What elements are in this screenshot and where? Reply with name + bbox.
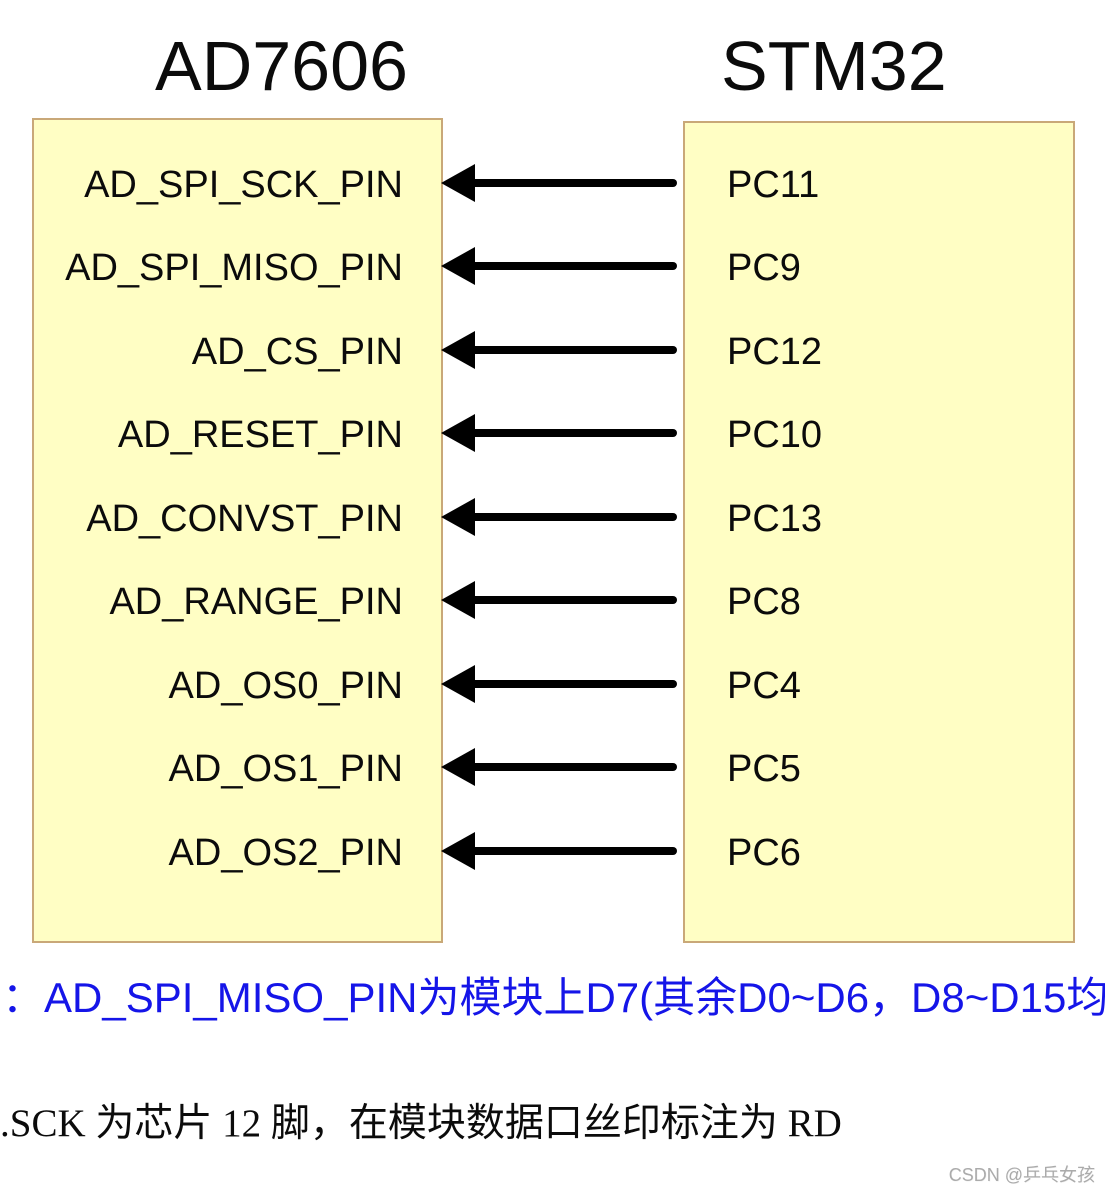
- sck-note-text: .SCK 为芯片 12 脚，在模块数据口丝印标注为 RD: [0, 1102, 842, 1145]
- left-arrow-icon: [441, 414, 679, 452]
- arrow-shaft: [471, 513, 677, 521]
- stm32-pin-label: PC12: [727, 331, 823, 373]
- arrow-shaft: [471, 262, 677, 270]
- left-arrow-icon: [441, 665, 679, 703]
- arrowhead-icon: [441, 748, 475, 786]
- arrowhead-icon: [441, 247, 475, 285]
- stm32-box: PC11 PC9 PC12 PC10 PC13 PC8 PC4 PC5 PC6: [683, 121, 1075, 943]
- arrow-shaft: [471, 346, 677, 354]
- ad7606-pin-label: AD_CONVST_PIN: [86, 498, 403, 540]
- left-arrow-icon: [441, 832, 679, 870]
- left-arrow-icon: [441, 748, 679, 786]
- arrowhead-icon: [441, 164, 475, 202]
- right-block-title: STM32: [721, 27, 947, 105]
- arrow-shaft: [471, 596, 677, 604]
- arrowhead-icon: [441, 832, 475, 870]
- arrow-shaft: [471, 680, 677, 688]
- ad7606-pin-label: AD_OS2_PIN: [168, 832, 403, 874]
- stm32-pin-label: PC13: [727, 498, 823, 540]
- ad7606-pin-label: AD_SPI_MISO_PIN: [65, 247, 403, 289]
- csdn-watermark: CSDN @乒乓女孩: [948, 1165, 1095, 1185]
- ad7606-box: AD_SPI_SCK_PIN AD_SPI_MISO_PIN AD_CS_PIN…: [32, 118, 443, 943]
- arrowhead-icon: [441, 581, 475, 619]
- left-arrow-icon: [441, 498, 679, 536]
- ad7606-pin-label: AD_SPI_SCK_PIN: [84, 164, 403, 206]
- arrowhead-icon: [441, 414, 475, 452]
- left-block-title: AD7606: [155, 27, 408, 105]
- ad7606-pin-label: AD_RANGE_PIN: [109, 581, 403, 623]
- stm32-pin-label: PC4: [727, 665, 801, 707]
- left-arrow-icon: [441, 247, 679, 285]
- stm32-pin-label: PC6: [727, 832, 801, 874]
- arrow-shaft: [471, 429, 677, 437]
- ad7606-pin-label: AD_OS1_PIN: [168, 748, 403, 790]
- ad7606-pin-label: AD_RESET_PIN: [117, 414, 403, 456]
- arrowhead-icon: [441, 498, 475, 536]
- stm32-pin-label: PC11: [727, 164, 820, 206]
- arrow-shaft: [471, 763, 677, 771]
- stm32-pin-label: PC10: [727, 414, 823, 456]
- arrowhead-icon: [441, 665, 475, 703]
- arrow-shaft: [471, 847, 677, 855]
- left-arrow-icon: [441, 164, 679, 202]
- left-arrow-icon: [441, 581, 679, 619]
- arrowhead-icon: [441, 331, 475, 369]
- miso-note-text: ：AD_SPI_MISO_PIN为模块上D7(其余D0~D6，D8~D15均接: [2, 974, 1105, 1021]
- stm32-pin-label: PC8: [727, 581, 801, 623]
- arrow-shaft: [471, 179, 677, 187]
- left-arrow-icon: [441, 331, 679, 369]
- ad7606-pin-label: AD_CS_PIN: [191, 331, 403, 373]
- ad7606-pin-label: AD_OS0_PIN: [168, 665, 403, 707]
- stm32-pin-label: PC9: [727, 247, 801, 289]
- stm32-pin-label: PC5: [727, 748, 801, 790]
